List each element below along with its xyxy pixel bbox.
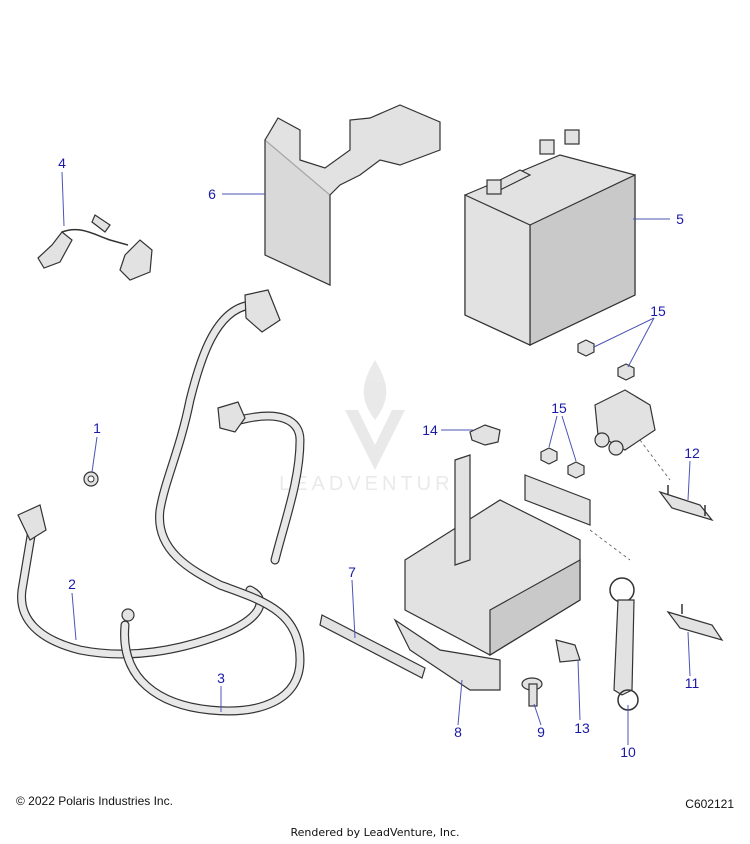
callout-7: 7 (348, 564, 356, 580)
copyright-text: © 2022 Polaris Industries Inc. (16, 794, 173, 808)
callout-5: 5 (676, 211, 684, 227)
cable-clip (83, 471, 99, 487)
battery-cable-negative (17, 504, 265, 659)
battery-cable-positive (120, 289, 305, 716)
strap-mount (658, 485, 714, 522)
holder-clip (469, 424, 501, 446)
battery (464, 129, 636, 346)
callout-12: 12 (684, 445, 700, 461)
rendered-by-text: Rendered by LeadVenture, Inc. (290, 826, 460, 839)
foam-strip (319, 614, 426, 679)
callout-6: 6 (208, 186, 216, 202)
rubber-strap (609, 577, 639, 711)
battery-tray (393, 454, 631, 691)
callout-14: 14 (422, 422, 438, 438)
svg-text:LEADVENTURE: LEADVENTURE (279, 473, 471, 495)
callout-13: 13 (574, 720, 590, 736)
callout-9: 9 (537, 724, 545, 740)
callout-4: 4 (58, 155, 66, 171)
strap-bracket (666, 604, 724, 642)
callout-3: 3 (217, 670, 225, 686)
diagram-code: C602121 (685, 797, 734, 811)
callout-1: 1 (93, 420, 101, 436)
callout-8: 8 (454, 724, 462, 740)
solenoid (594, 389, 671, 481)
leadventure-watermark: LEADVENTURE (279, 360, 471, 495)
callout-labels: 1 2 3 4 5 6 7 8 9 10 11 12 13 14 15 15 (58, 155, 700, 760)
callout-10: 10 (620, 744, 636, 760)
clip-nut (555, 639, 581, 663)
bolt (521, 677, 543, 707)
callout-2: 2 (68, 576, 76, 592)
battery-cover (264, 104, 441, 286)
leader-lines (61, 171, 691, 745)
hex-nut-group (540, 339, 635, 479)
callout-11: 11 (685, 675, 700, 691)
callout-15-lower: 15 (551, 400, 567, 416)
terminal-boot (37, 214, 153, 281)
callout-15-upper: 15 (650, 303, 666, 319)
